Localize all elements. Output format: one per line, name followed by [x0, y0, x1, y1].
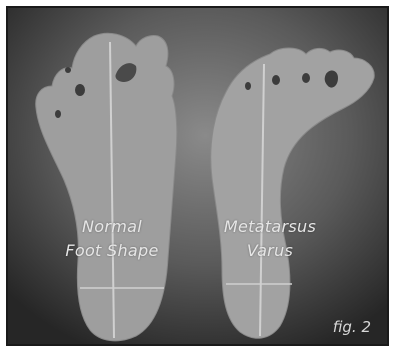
toe-gap — [245, 82, 251, 90]
metatarsus-varus-label-line2: Varus — [200, 239, 340, 263]
feet-illustration — [8, 8, 387, 344]
normal-foot-label-line1: Normal — [40, 215, 184, 239]
metatarsus-varus-label-line1: Metatarsus — [200, 215, 340, 239]
figure-number: fig. 2 — [333, 318, 371, 336]
metatarsus-varus-label: Metatarsus Varus — [200, 215, 340, 263]
figure-frame: Normal Foot Shape Metatarsus Varus fig. … — [6, 6, 389, 346]
toe-gap — [65, 67, 71, 73]
toe-gap — [272, 75, 280, 85]
toe-gap — [302, 73, 310, 83]
toe-gap — [75, 84, 85, 96]
normal-foot-label-line2: Foot Shape — [40, 239, 184, 263]
normal-foot-label: Normal Foot Shape — [40, 215, 184, 263]
toe-gap — [55, 110, 61, 118]
